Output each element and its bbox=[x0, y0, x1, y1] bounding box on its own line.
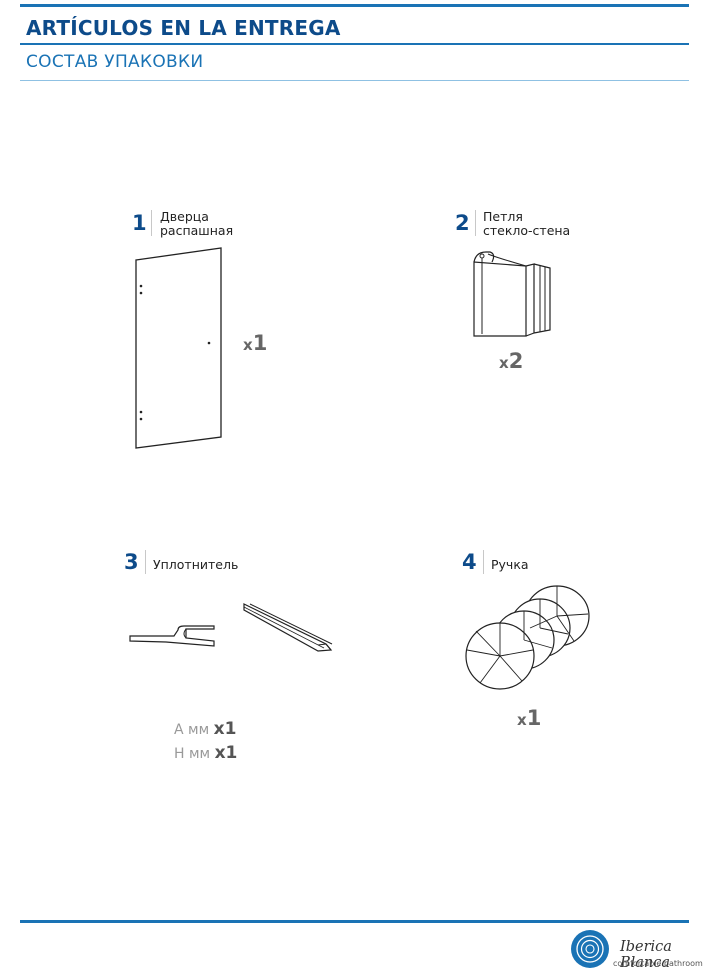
item-1-qty-value: 1 bbox=[252, 331, 268, 355]
seal-dim-a: A мм x1 bbox=[174, 719, 236, 739]
item-3-number: 3 bbox=[124, 550, 139, 574]
seal-profile-illustration bbox=[129, 603, 333, 652]
item-2-separator bbox=[475, 210, 476, 236]
item-1-qty-prefix: x bbox=[243, 336, 253, 354]
seal-dim-a-prefix: x bbox=[213, 719, 225, 739]
item-4-number: 4 bbox=[462, 550, 477, 574]
footer-rule bbox=[20, 920, 689, 923]
page-subtitle: СОСТАВ УПАКОВКИ bbox=[26, 52, 204, 72]
item-2-label-line1: Петля bbox=[483, 209, 523, 224]
hinge-illustration bbox=[473, 251, 551, 337]
item-1-number: 1 bbox=[132, 211, 147, 235]
item-1-label-line1: Дверца bbox=[160, 209, 209, 224]
door-panel-illustration bbox=[135, 247, 222, 449]
item-4-separator bbox=[483, 550, 484, 574]
title-rule bbox=[20, 43, 689, 45]
seal-dim-a-value: 1 bbox=[224, 719, 237, 739]
item-4-label: Ручка bbox=[491, 557, 529, 572]
seal-dim-h-prefix: x bbox=[214, 743, 226, 763]
seal-dim-h-value: 1 bbox=[225, 743, 238, 763]
item-1-quantity: x1 bbox=[243, 331, 267, 355]
item-2-number: 2 bbox=[455, 211, 470, 235]
item-1-label-line2: распашная bbox=[160, 223, 234, 238]
brand-logo-icon bbox=[571, 930, 609, 968]
item-2-qty-value: 2 bbox=[508, 349, 524, 373]
item-1-label: Дверца распашная bbox=[160, 210, 233, 238]
item-4-quantity: x1 bbox=[517, 706, 541, 730]
brand-name: Iberica Blanca bbox=[620, 939, 672, 971]
item-3-label: Уплотнитель bbox=[153, 557, 239, 572]
item-4-qty-prefix: x bbox=[517, 711, 527, 729]
top-rule bbox=[20, 4, 689, 7]
item-2-label-line2: стекло-стена bbox=[483, 223, 571, 238]
item-4-qty-value: 1 bbox=[526, 706, 542, 730]
seal-dim-h-label: H мм bbox=[174, 746, 211, 762]
seal-dim-a-label: A мм bbox=[174, 722, 210, 738]
handle-knob-illustration bbox=[465, 585, 590, 690]
item-3-separator bbox=[145, 550, 146, 574]
subtitle-rule bbox=[20, 80, 689, 81]
page-title: ARTÍCULOS EN LA ENTREGA bbox=[26, 16, 341, 40]
item-2-label: Петля стекло-стена bbox=[483, 210, 570, 238]
item-2-qty-prefix: x bbox=[499, 354, 509, 372]
seal-dim-h: H мм x1 bbox=[174, 743, 237, 763]
item-2-quantity: x2 bbox=[499, 349, 523, 373]
item-1-separator bbox=[151, 210, 152, 236]
brand-tagline: comfortable bathroom bbox=[613, 959, 703, 968]
